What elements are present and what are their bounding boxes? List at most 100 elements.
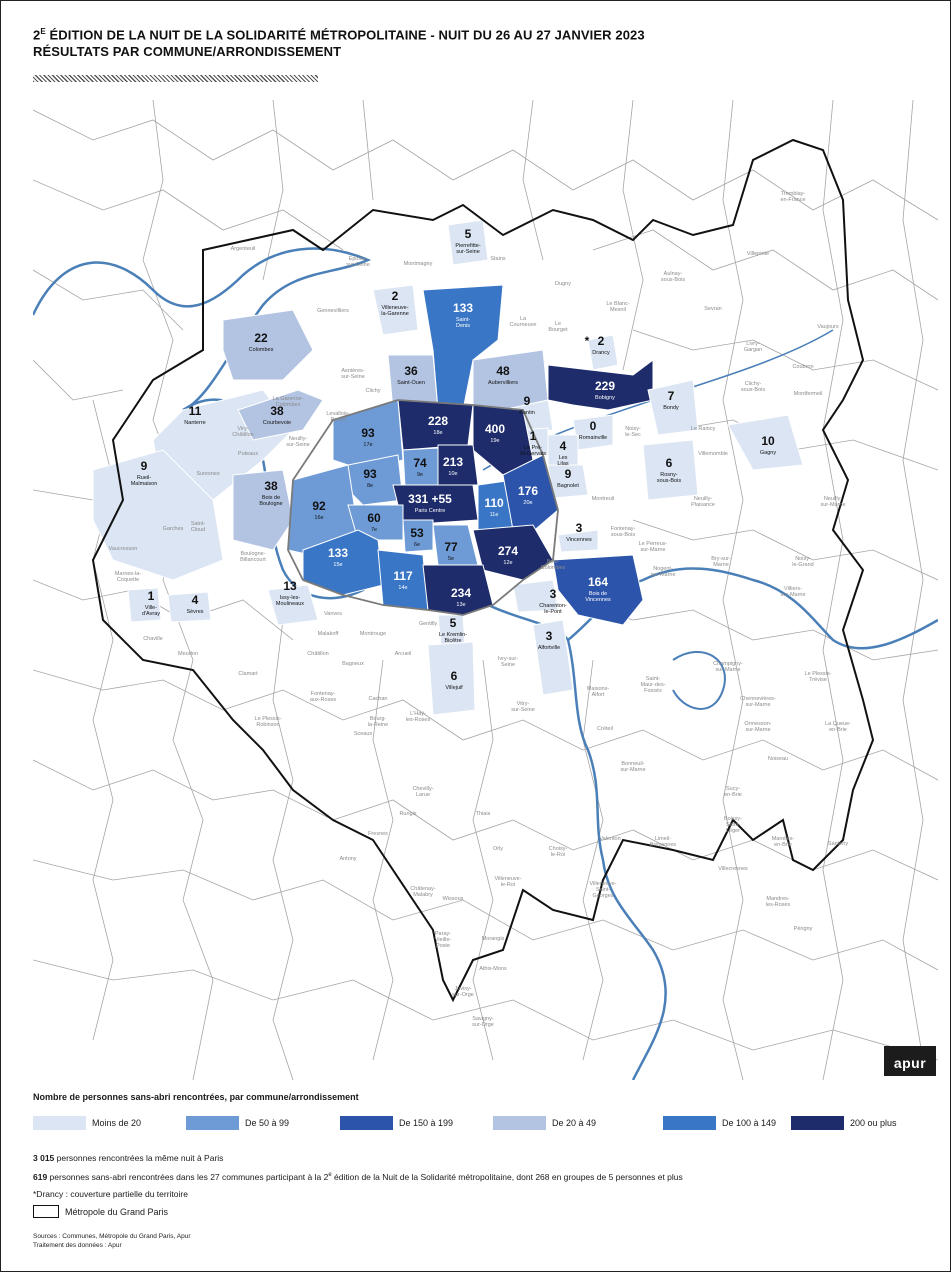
place-name: Sucy-	[726, 786, 740, 792]
place-name: Villiers-	[784, 586, 802, 592]
place-name: Cloud	[191, 527, 205, 533]
place-name: Maisons-	[587, 686, 609, 692]
place-name: Montmagny	[404, 261, 433, 267]
commune-boundaries	[33, 100, 938, 1080]
area-name-villeneuve-garenne: Villeneuve-	[381, 305, 408, 311]
area-name-romainville: Romainville	[579, 435, 607, 441]
area-rueil	[92, 449, 224, 581]
area-value-p13: 234	[451, 586, 471, 600]
area-name-rosny: Rosny-	[660, 472, 678, 478]
place-name: Antony	[339, 856, 356, 862]
area-value-vincennes: 3	[576, 521, 583, 535]
place-name: Fresnes	[368, 831, 388, 837]
place-name: Fossés	[644, 688, 662, 694]
area-name-rueil: Rueil-	[137, 475, 152, 481]
area-value-issy: 13	[283, 579, 297, 593]
place-name: Vaucresson	[109, 546, 138, 552]
area-value-pcentre: 331 +55	[408, 492, 452, 506]
area-name-p18: 18e	[433, 430, 442, 436]
area-charenton	[512, 579, 559, 613]
area-bobigny	[547, 359, 654, 411]
place-name: sur-Marne	[745, 702, 770, 708]
place-name: Neuilly-	[694, 496, 713, 502]
place-name: Seine	[501, 662, 515, 668]
place-name: Le Plessis-	[255, 716, 282, 722]
area-rosny	[642, 439, 699, 501]
area-bois-boulogne	[232, 469, 294, 551]
place-name: Suresnes	[196, 471, 219, 477]
area-name-p9: 9e	[417, 472, 423, 478]
place-name: Montreuil	[592, 496, 615, 502]
area-name-p12: 12e	[503, 560, 512, 566]
area-name-ville-avray: d'Avray	[142, 611, 160, 617]
area-value-p18: 228	[428, 414, 448, 428]
outline-swatch	[33, 1205, 59, 1218]
place-name: Mesnil	[610, 307, 626, 313]
place-name: Gennevilliers	[317, 308, 349, 314]
area-value-p12: 274	[498, 544, 518, 558]
legend-item-200-plus: 200 ou plus	[791, 1115, 897, 1131]
area-sevres	[167, 591, 212, 623]
place-name: Coquette	[117, 577, 139, 583]
area-gagny	[727, 414, 804, 471]
place-name: Saint-	[596, 887, 611, 893]
legend-metropole: Métropole du Grand Paris	[33, 1205, 168, 1218]
area-paris-20	[502, 454, 559, 541]
place-name: sur-Seine	[346, 262, 370, 268]
place-name: La	[520, 316, 527, 322]
area-name-bobigny: Bobigny	[595, 395, 615, 401]
map-title: 2E ÉDITION DE LA NUIT DE LA SOLIDARITÉ M…	[33, 23, 645, 60]
area-name-p14: 14e	[398, 585, 407, 591]
place-name: Aulnay-	[664, 271, 683, 277]
place-name: Gentilly	[419, 621, 438, 627]
place-name: Tremblay-	[781, 191, 806, 197]
area-value-p19: 400	[485, 422, 505, 436]
place-name: sur-Marne	[640, 547, 665, 553]
area-name-vincennes: Vincennes	[566, 537, 592, 543]
area-vincennes	[557, 529, 599, 553]
place-name: aux-Roses	[310, 697, 337, 703]
legend: Moins de 20 De 50 à 99 De 150 à 199 De 2…	[33, 1115, 933, 1131]
place-name: en-Brie	[829, 727, 847, 733]
place-name: Saint-	[726, 822, 741, 828]
area-name-issy: Moulineaux	[276, 601, 304, 607]
place-name: Villepinte	[747, 251, 769, 257]
place-name: Levallois-	[326, 411, 349, 417]
place-name: Marnes-la-	[115, 571, 141, 577]
area-name-villeneuve-garenne: la-Garenne	[381, 311, 409, 317]
place-name: Chennevières-	[740, 696, 776, 702]
area-value-kremlin: 5	[450, 616, 457, 630]
area-value-p8: 93	[363, 467, 377, 481]
place-name: Villemomble	[698, 451, 728, 457]
legend-swatch	[340, 1116, 393, 1130]
seine-river	[33, 247, 667, 1080]
place-name: Marne	[713, 562, 729, 568]
place-name: Colombes	[541, 565, 566, 571]
place-name: Clichy-	[745, 381, 762, 387]
stat-paris: 3 015 personnes rencontrées la même nuit…	[33, 1153, 224, 1163]
area-name-charenton: le-Pont	[544, 609, 562, 615]
place-name: Bois-	[547, 559, 560, 565]
place-name: Bourg-	[370, 716, 387, 722]
place-name: en-Brie	[724, 792, 742, 798]
area-value-bagnolet: 9	[565, 467, 572, 481]
place-name: le-Roi	[551, 852, 565, 858]
area-name-gagny: Gagny	[760, 450, 776, 456]
area-name-nanterre: Nanterre	[184, 420, 205, 426]
place-name: Marolles-	[772, 836, 795, 842]
place-name: Le Plessis-	[805, 671, 832, 677]
area-paris-6	[402, 519, 434, 553]
place-name: Boulogne-	[240, 551, 265, 557]
place-name: Gargan	[744, 347, 762, 353]
hatch-bar	[33, 75, 318, 82]
place-name: Morangis	[482, 936, 505, 942]
area-value-alfortville: 3	[546, 629, 553, 643]
place-name: Stains	[490, 256, 506, 262]
place-name: Malabry	[413, 892, 433, 898]
place-name: Colombes	[276, 402, 301, 408]
place-name: Le	[555, 321, 561, 327]
place-name: Fontenay-	[611, 526, 636, 532]
legend-swatch	[33, 1116, 86, 1130]
place-name: Arcueil	[395, 651, 412, 657]
place-name: sur-Marne	[715, 667, 740, 673]
